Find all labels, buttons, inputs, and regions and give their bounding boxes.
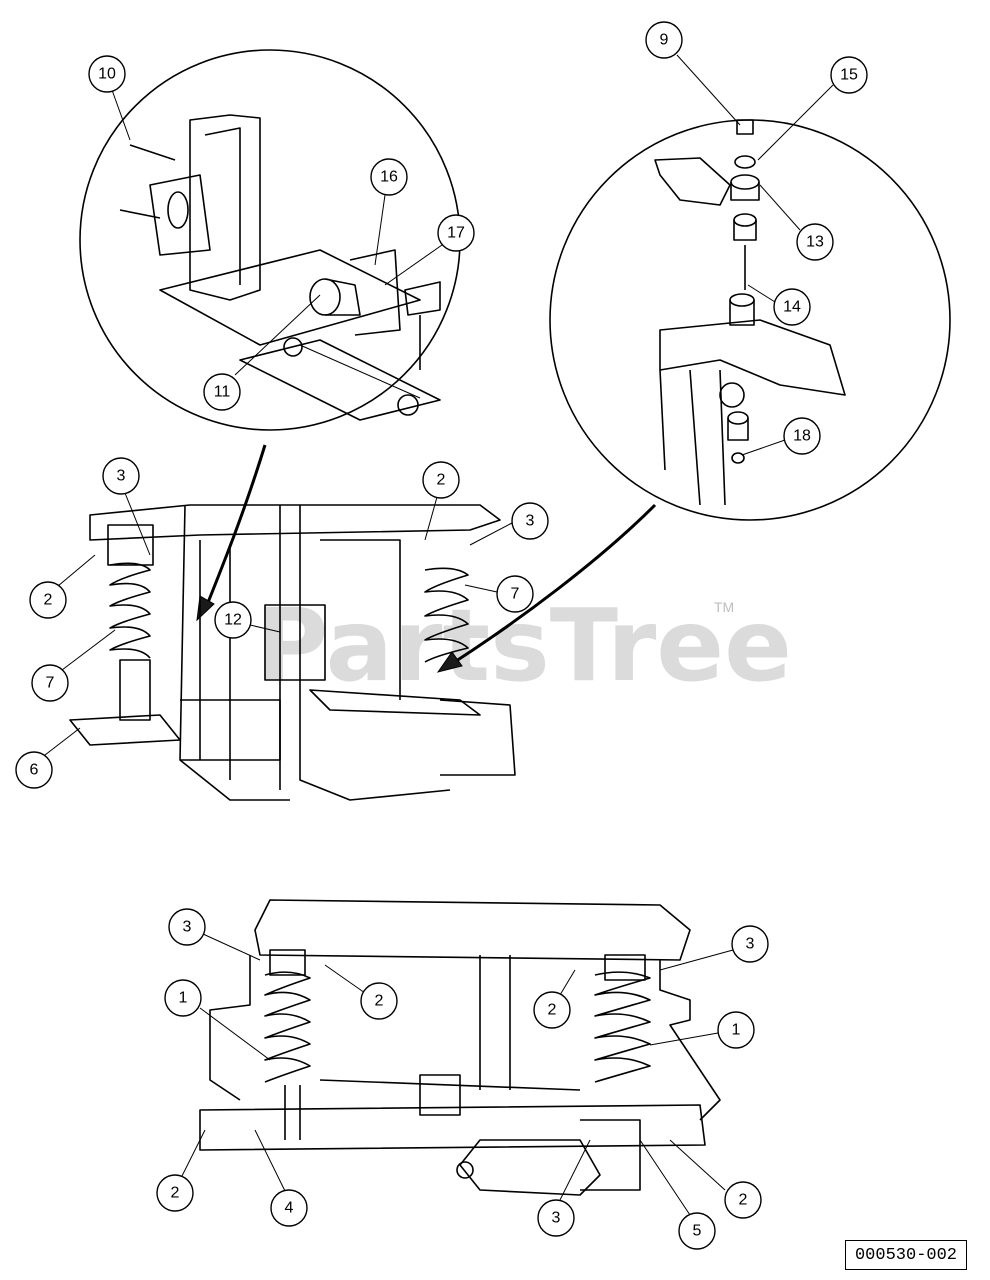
callout-16: 16 — [370, 158, 408, 266]
svg-text:1: 1 — [732, 1022, 741, 1039]
callout-3-mid-right: 3 — [469, 502, 549, 546]
callout-9: 9 — [645, 21, 741, 126]
svg-text:17: 17 — [447, 225, 465, 242]
svg-text:5: 5 — [693, 1223, 702, 1240]
detail-circle-right — [549, 119, 951, 521]
callout-2-mid-left: 2 — [29, 554, 96, 619]
svg-text:3: 3 — [526, 513, 535, 530]
svg-text:12: 12 — [224, 612, 242, 629]
svg-text:16: 16 — [380, 169, 398, 186]
svg-text:9: 9 — [660, 32, 669, 49]
callout-13: 13 — [759, 184, 834, 261]
svg-text:3: 3 — [117, 468, 126, 485]
diagram-reference-number: 000530-002 — [845, 1240, 967, 1270]
svg-text:2: 2 — [739, 1192, 748, 1209]
callout-4: 4 — [254, 1129, 308, 1227]
callout-7-mid-right: 7 — [464, 575, 534, 613]
bottom-assembly — [199, 899, 721, 1196]
svg-text:1: 1 — [179, 990, 188, 1007]
leader-arrows — [196, 444, 657, 673]
svg-text:2: 2 — [437, 472, 446, 489]
svg-text:2: 2 — [548, 1002, 557, 1019]
svg-text:11: 11 — [214, 384, 231, 401]
callout-15: 15 — [757, 56, 868, 161]
svg-text:2: 2 — [171, 1185, 180, 1202]
svg-text:3: 3 — [183, 919, 192, 936]
svg-text:15: 15 — [840, 67, 858, 84]
svg-text:3: 3 — [746, 936, 755, 953]
callouts: 10 16 17 11 9 15 13 14 18 3 2 2 7 12 3 — [15, 21, 868, 1250]
callout-18: 18 — [741, 417, 821, 456]
callout-5: 5 — [639, 1139, 716, 1250]
callout-1-bottom-left: 1 — [164, 979, 271, 1061]
svg-text:7: 7 — [511, 586, 520, 603]
svg-text:4: 4 — [285, 1200, 294, 1217]
callout-2-bottom-upper-left: 2 — [324, 964, 398, 1020]
svg-text:13: 13 — [806, 234, 824, 251]
svg-text:10: 10 — [98, 66, 116, 83]
svg-text:14: 14 — [783, 299, 801, 316]
svg-text:6: 6 — [30, 762, 39, 779]
callout-3-bottom-right: 3 — [659, 925, 769, 971]
svg-text:2: 2 — [375, 993, 384, 1010]
callout-3-bottom-left: 3 — [168, 908, 261, 961]
svg-text:3: 3 — [552, 1210, 561, 1227]
svg-text:7: 7 — [46, 675, 55, 692]
callout-7-mid-left: 7 — [31, 629, 116, 702]
callout-17: 17 — [384, 214, 475, 286]
callout-3-bottom-center: 3 — [537, 1139, 591, 1237]
callout-1-bottom-right: 1 — [649, 1011, 755, 1049]
callout-11: 11 — [203, 294, 321, 411]
callout-6: 6 — [15, 727, 81, 789]
callout-2-bottom-lower-right: 2 — [669, 1139, 762, 1219]
callout-10: 10 — [88, 55, 131, 141]
svg-text:2: 2 — [44, 592, 53, 609]
callout-2-bottom-center: 2 — [533, 969, 576, 1029]
callout-12: 12 — [214, 601, 281, 639]
detail-circle-left — [79, 49, 461, 431]
callout-2-mid-right-top: 2 — [422, 461, 460, 541]
callout-2-bottom-lower-left: 2 — [156, 1129, 206, 1212]
mid-assembly — [69, 504, 516, 801]
callout-3-mid-left: 3 — [102, 457, 151, 556]
svg-text:18: 18 — [793, 428, 811, 445]
callout-14: 14 — [747, 284, 811, 326]
watermark-tm: TM — [714, 599, 734, 615]
